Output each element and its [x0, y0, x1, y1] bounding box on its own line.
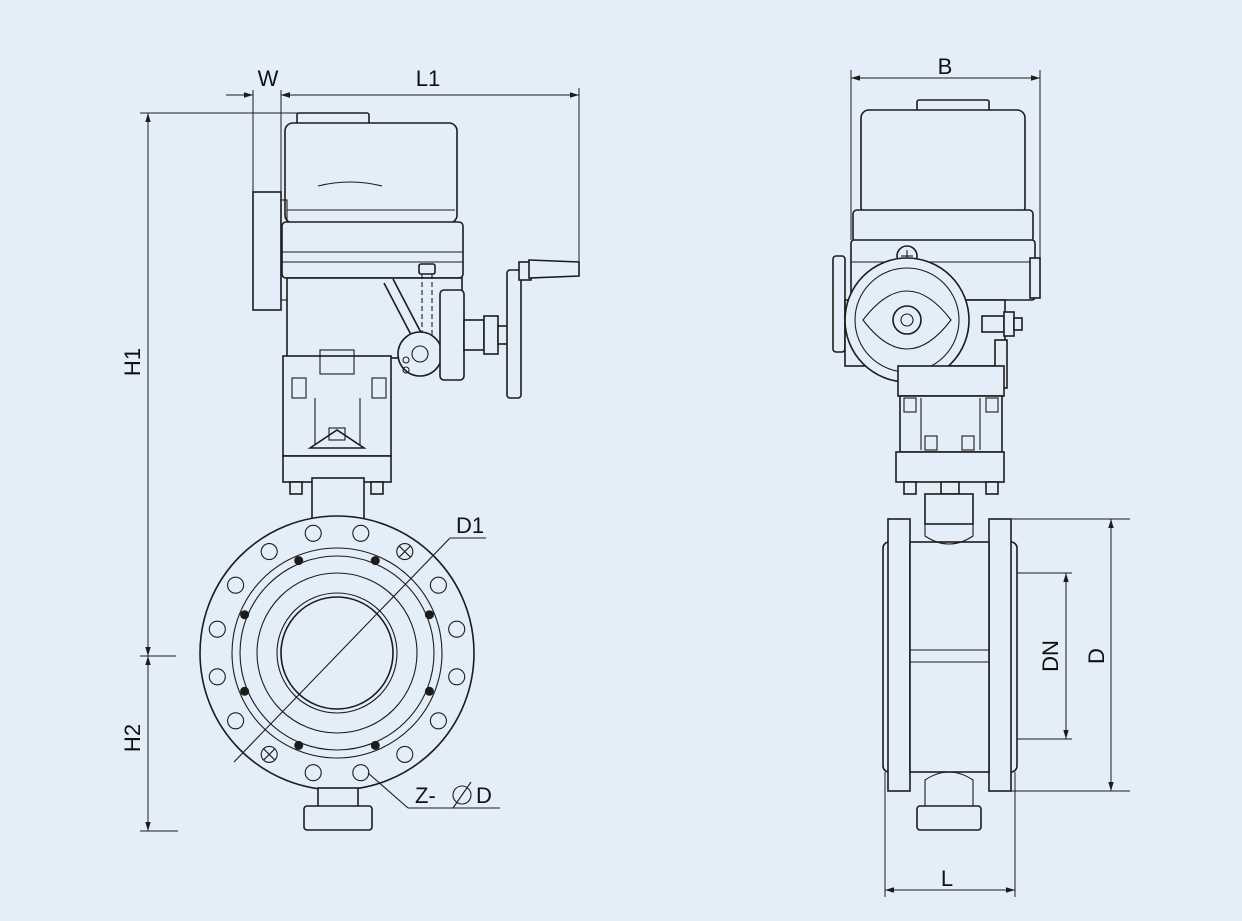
- inner-bolt: [370, 740, 380, 750]
- inner-bolt: [240, 610, 250, 620]
- d1-diameter-line: [233, 537, 451, 763]
- label-b: B: [938, 54, 953, 79]
- bolt-hole: [227, 576, 245, 594]
- label-dn: DN: [1038, 640, 1063, 672]
- bolt-hole-cross: [398, 545, 411, 558]
- bolt-hole: [227, 712, 245, 730]
- inner-bolt-circle: [240, 556, 434, 750]
- bolt-hole: [260, 745, 278, 763]
- label-z-diameter: D: [476, 783, 492, 808]
- side-dimensions: [850, 70, 1130, 897]
- bolt-hole: [208, 668, 226, 686]
- bolt-hole: [304, 764, 322, 782]
- inner-bolt: [294, 556, 304, 566]
- inner-bolt: [370, 556, 380, 566]
- diameter-symbol-icon: [452, 781, 472, 809]
- flange-bolt-holes: [208, 524, 466, 782]
- label-d1: D1: [456, 513, 484, 538]
- bolt-hole: [396, 745, 414, 763]
- bolt-hole: [429, 712, 447, 730]
- bolt-hole: [304, 524, 322, 542]
- bolt-hole: [260, 543, 278, 561]
- bolt-hole: [396, 543, 414, 561]
- bolt-hole-cross: [263, 748, 276, 761]
- label-h2: H2: [120, 724, 145, 752]
- bolt-hole: [352, 764, 370, 782]
- label-d: D: [1084, 648, 1109, 664]
- bolt-hole: [352, 524, 370, 542]
- label-l: L: [941, 866, 953, 891]
- side-view: [832, 99, 1041, 831]
- inner-bolt: [424, 686, 434, 696]
- inner-bolt: [424, 610, 434, 620]
- label-z: Z-: [415, 783, 436, 808]
- label-w: W: [258, 66, 279, 91]
- front-view: [199, 112, 580, 831]
- label-h1: H1: [120, 348, 145, 376]
- bolt-hole: [208, 620, 226, 638]
- bolt-hole: [448, 668, 466, 686]
- bolt-hole: [429, 576, 447, 594]
- inner-bolt: [240, 686, 250, 696]
- label-l1: L1: [416, 66, 440, 91]
- inner-bolt: [294, 740, 304, 750]
- bolt-hole: [448, 620, 466, 638]
- front-dimensions: [140, 88, 580, 832]
